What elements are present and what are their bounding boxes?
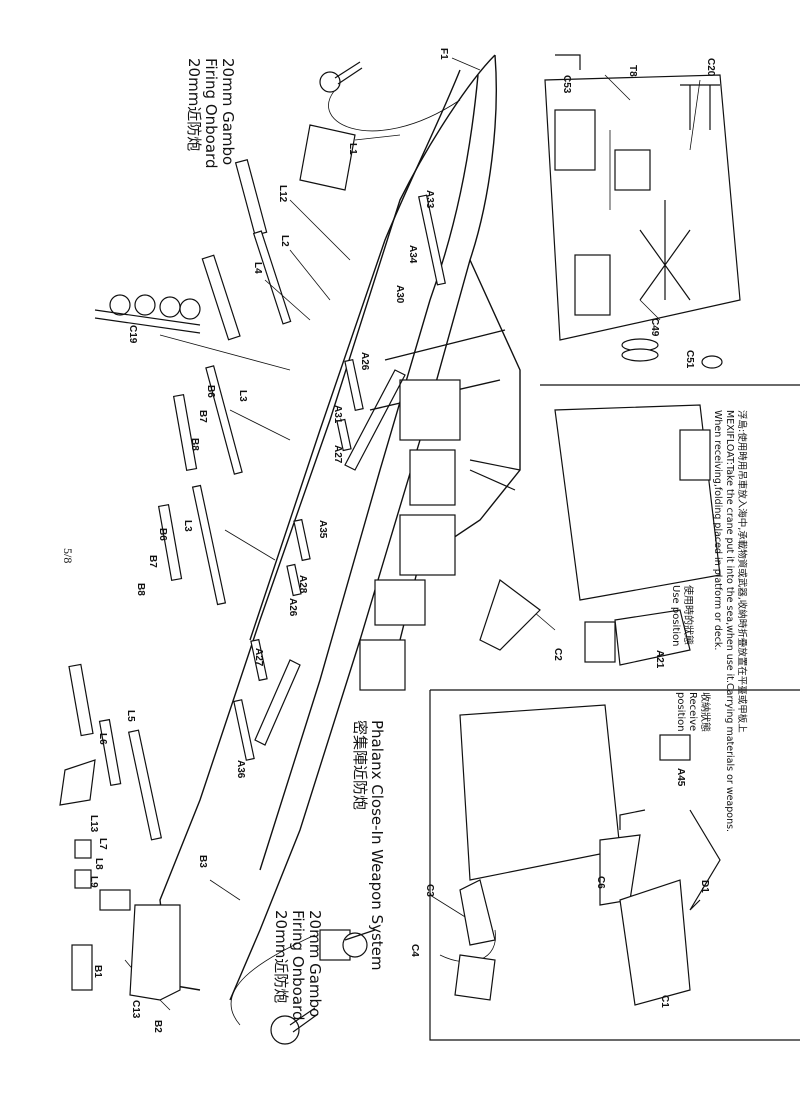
label-L3-top: L3 [237, 390, 248, 402]
use-position-line1: 使用時的狀態 [682, 585, 693, 645]
label-B1: B1 [92, 965, 103, 978]
label-L1: L1 [347, 143, 358, 155]
detail-panel-top [544, 54, 741, 369]
label-C51: C51 [684, 350, 695, 369]
receive-position-line2: Receive [687, 692, 698, 732]
label-B6-mid: B6 [157, 528, 168, 541]
label-B2: B2 [152, 1020, 163, 1033]
label-A27-top: A27 [332, 445, 343, 464]
part-labels: F1 L1 L12 L2 L4 C19 A33 A34 A30 A26 A31 … [88, 48, 716, 1033]
label-L13: L13 [88, 815, 99, 833]
stern-parts [59, 759, 181, 1001]
label-A36: A36 [235, 760, 246, 779]
label-B3: B3 [197, 855, 208, 868]
label-C20: C20 [705, 58, 716, 77]
label-B8-top: B8 [189, 438, 200, 451]
phalanx-line2: 密集陣近防炮 [351, 720, 369, 811]
use-position-line2: Use position [670, 585, 681, 647]
l1-rail [299, 124, 356, 191]
label-D1: D1 [699, 880, 710, 893]
gambo-top-line2: Firing Onboard [202, 58, 220, 169]
note-line3: When receiving,folding placed in platfor… [712, 410, 723, 651]
detail-panel-receive [454, 704, 721, 1006]
gambo-caption-bottom: 20mm Gambo Firing Onboard 20mm近防炮 [272, 910, 324, 1021]
label-C6: C6 [595, 876, 606, 889]
label-L5: L5 [125, 710, 136, 722]
label-L8: L8 [93, 858, 104, 870]
label-T8: T8 [627, 65, 638, 77]
label-A33: A33 [424, 190, 435, 209]
label-F1: F1 [438, 48, 449, 60]
phalanx-caption: Phalanx Close-In Weapon System 密集陣近防炮 [351, 720, 386, 971]
label-C2: C2 [552, 648, 563, 661]
label-L9: L9 [88, 876, 99, 888]
gambo-bottom-line2: Firing Onboard [289, 910, 307, 1021]
label-A26-mid: A26 [287, 598, 298, 617]
phalanx-icon [319, 929, 376, 961]
gambo-bottom-line1: 20mm Gambo [306, 910, 324, 1018]
label-L3-mid: L3 [182, 520, 193, 532]
island-structure [359, 379, 521, 691]
detail-panel-use [479, 404, 721, 666]
label-B7-top: B7 [197, 410, 208, 423]
grating-parts [233, 194, 446, 761]
rail-parts [68, 158, 292, 841]
label-C4: C4 [409, 944, 420, 957]
page-number: 5/8 [61, 548, 75, 564]
receive-position-line1: 收納狀態 [699, 692, 710, 732]
bow-gun-icon [319, 61, 363, 93]
note-line2: MEXIFLOAT:Take the crane put it into the… [724, 410, 735, 833]
label-C13: C13 [130, 1000, 141, 1019]
label-A30: A30 [394, 285, 405, 304]
label-A35: A35 [317, 520, 328, 539]
gambo-caption-top: 20mm Gambo Firing Onboard 20mm近防炮 [185, 58, 237, 169]
label-C19: C19 [127, 325, 138, 344]
label-L6: L6 [97, 733, 108, 745]
deck-hatch-b [254, 659, 301, 746]
label-L4: L4 [252, 262, 263, 274]
label-B7-mid: B7 [147, 555, 158, 568]
label-C1: C1 [659, 995, 670, 1008]
receive-position-caption: 收納狀態 Receive position [674, 692, 710, 732]
label-L12: L12 [277, 185, 288, 203]
label-A28: A28 [297, 575, 308, 594]
label-A31: A31 [332, 405, 343, 424]
gambo-bottom-line3: 20mm近防炮 [272, 910, 290, 1004]
label-B6-top: B6 [205, 385, 216, 398]
label-C49: C49 [649, 318, 660, 337]
label-L7: L7 [97, 838, 108, 850]
gambo-top-line1: 20mm Gambo [219, 58, 237, 166]
label-A27-mid: A27 [253, 648, 264, 667]
label-A45: A45 [675, 768, 686, 787]
mexifloat-note: 浮島:使用時用吊車放入海中,承載物資或武器,收納時折疊放置在平臺或甲板上 MEX… [711, 410, 747, 832]
use-position-caption: 使用時的狀態 Use position [669, 585, 693, 646]
label-L2: L2 [279, 235, 290, 247]
label-A26: A26 [359, 352, 370, 371]
label-A21: A21 [654, 650, 665, 669]
c19-ladder [94, 294, 201, 334]
phalanx-line1: Phalanx Close-In Weapon System [368, 720, 386, 971]
receive-position-line3: position [675, 692, 686, 732]
label-B8-mid: B8 [135, 583, 146, 596]
stern-gun-icon [270, 1007, 319, 1045]
panel-divider-bottom [429, 690, 800, 1041]
note-line1: 浮島:使用時用吊車放入海中,承載物資或武器,收納時折疊放置在平臺或甲板上 [736, 410, 747, 733]
gambo-top-line3: 20mm近防炮 [185, 58, 203, 152]
label-C3: C3 [424, 884, 435, 897]
deck-hatch-a [344, 369, 406, 471]
label-A34: A34 [407, 245, 418, 264]
label-C53: C53 [561, 75, 572, 94]
ship-hull [159, 54, 521, 1001]
